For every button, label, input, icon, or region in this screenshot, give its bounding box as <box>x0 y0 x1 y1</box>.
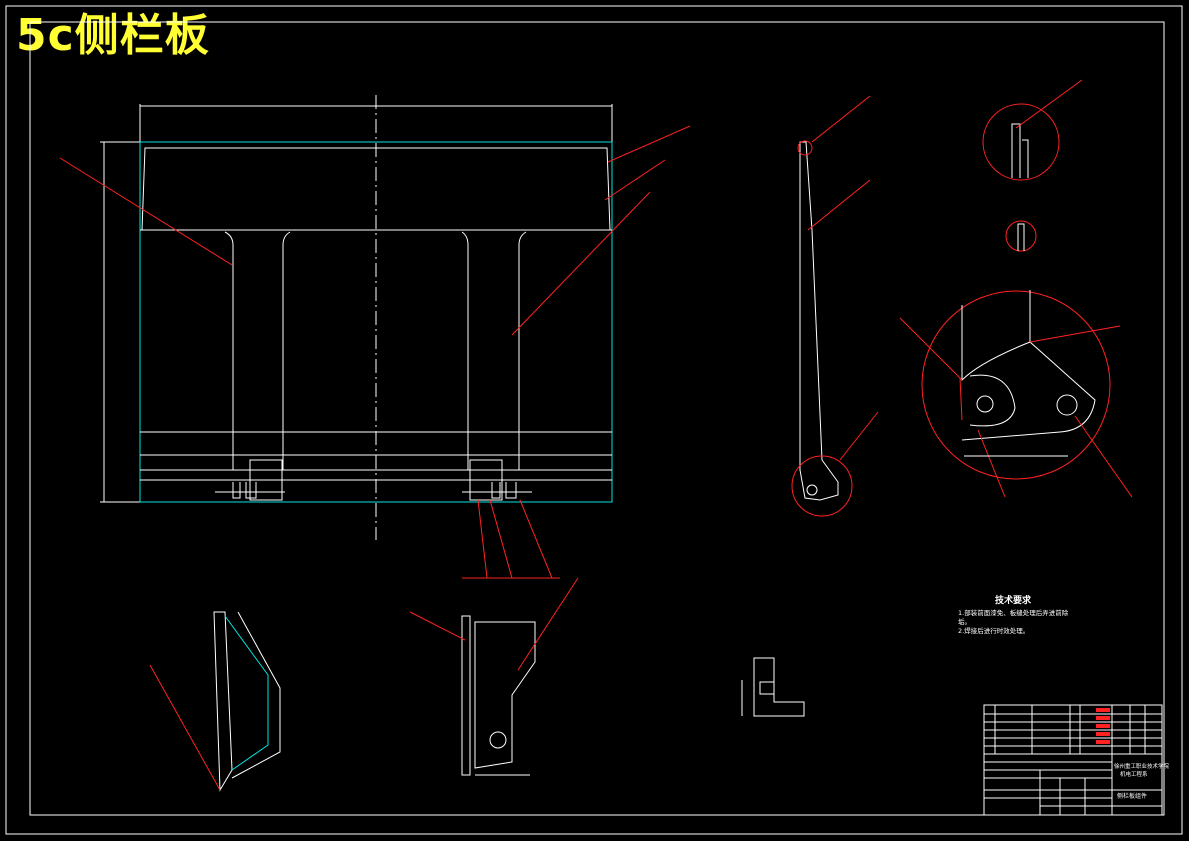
title-block[interactable]: 徐州重工职业技术学院 机电工程系 侧栏板组件 <box>983 704 1170 816</box>
tech-requirements: 技术要求 1.部装前面漆免、板缝处理后弄进前除 垢。 2.焊接后进行时效处理。 <box>958 594 1069 635</box>
outer-frame <box>5 5 1183 835</box>
detail-views[interactable] <box>899 79 1133 498</box>
company-line-1: 徐州重工职业技术学院 <box>1114 762 1170 770</box>
drawing-name: 侧栏板组件 <box>1117 792 1147 800</box>
company-line-2: 机电工程系 <box>1120 770 1148 778</box>
tech-requirements-heading: 技术要求 <box>995 594 1032 606</box>
inner-frame <box>29 21 1165 816</box>
section-view-1[interactable] <box>149 611 281 792</box>
drawing-title: 5c侧栏板 <box>16 10 210 61</box>
side-view[interactable] <box>791 95 879 517</box>
tech-requirements-item-2: 垢。 <box>958 618 971 626</box>
tech-requirements-item-1: 1.部装前面漆免、板缝处理后弄进前除 <box>958 608 1069 617</box>
front-view[interactable] <box>59 95 691 579</box>
section-view-3[interactable] <box>741 657 805 717</box>
section-view-2[interactable] <box>409 577 579 776</box>
tech-requirements-item-3: 2.焊接后进行时效处理。 <box>958 626 1029 635</box>
